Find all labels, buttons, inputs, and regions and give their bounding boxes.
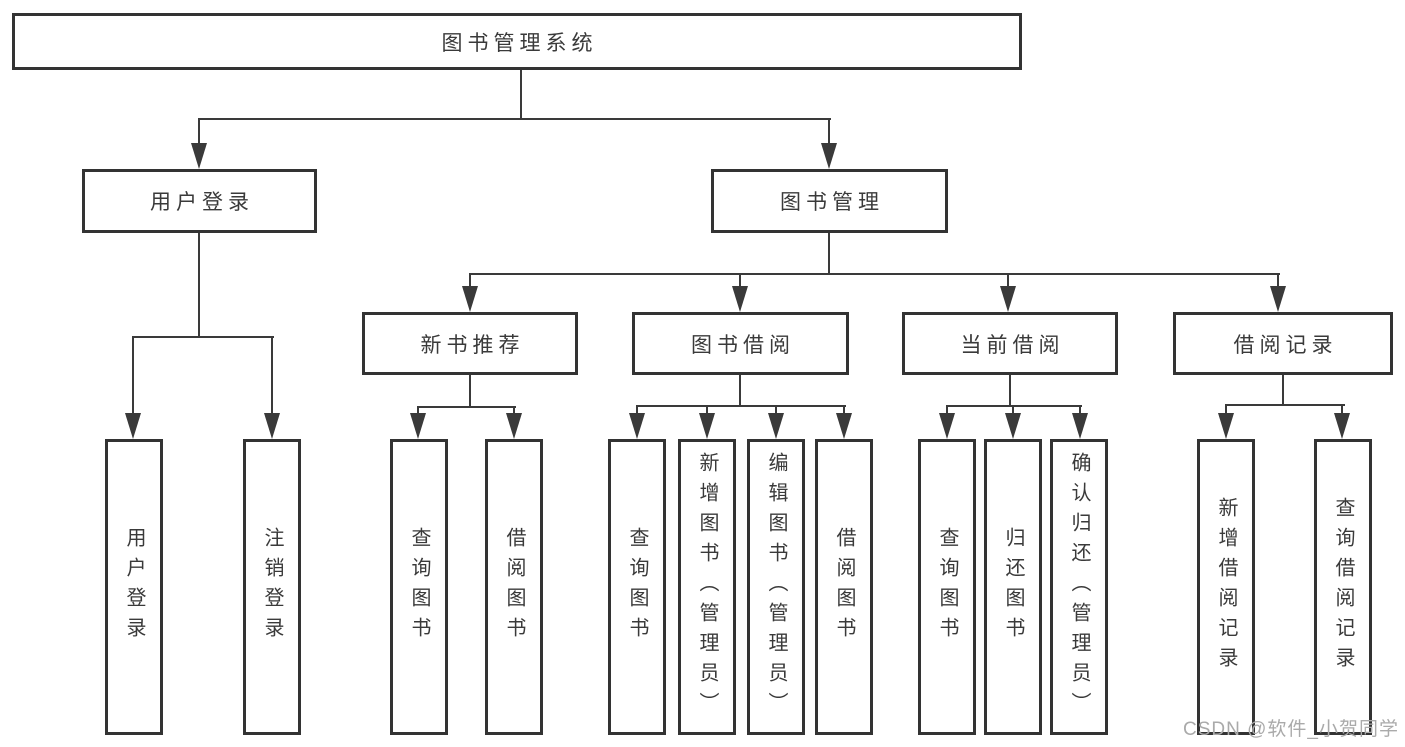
node-label: 图书借阅	[691, 333, 795, 357]
connector-line-drop	[1079, 405, 1081, 416]
connector-line-drop	[739, 273, 741, 289]
arrow-down-icon	[1000, 286, 1016, 312]
connector-line-drop	[513, 406, 515, 416]
node-label: 借阅记录	[1233, 333, 1338, 357]
leaf-label: 确认归还（管理员）	[1068, 452, 1090, 722]
leaf-query-books-recommend: 查询图书	[390, 439, 448, 735]
arrow-down-icon	[191, 143, 207, 169]
arrow-down-icon	[821, 143, 837, 169]
leaf-label: 新增图书（管理员）	[696, 452, 718, 722]
connector-line-drop	[1277, 273, 1279, 289]
connector-line-bookmgmt-bus	[469, 273, 1280, 275]
arrow-down-icon	[125, 413, 141, 439]
arrow-down-icon	[1072, 413, 1088, 439]
arrow-down-icon	[462, 286, 478, 312]
leaf-borrow-books-borrowing: 借阅图书	[815, 439, 873, 735]
leaf-label: 注销登录	[261, 527, 283, 647]
arrow-down-icon	[836, 413, 852, 439]
connector-line-current-bus	[946, 405, 1082, 407]
connector-line-recommend-bus	[417, 406, 516, 408]
leaf-label: 新增借阅记录	[1215, 497, 1237, 677]
connector-line-bookmgmt-stem	[828, 231, 830, 273]
connector-line-borrow-stem	[739, 374, 741, 405]
connector-line-drop	[946, 405, 948, 416]
connector-line-records-stem	[1282, 374, 1284, 405]
leaf-add-borrow-record: 新增借阅记录	[1197, 439, 1255, 735]
node-book-borrowing: 图书借阅	[632, 312, 849, 375]
connector-line-drop	[1007, 273, 1009, 289]
leaf-user-login: 用户登录	[105, 439, 163, 735]
connector-line-root-stem	[520, 69, 522, 118]
watermark-text: CSDN @软件_小贺同学	[1183, 719, 1399, 740]
leaf-confirm-return-admin: 确认归还（管理员）	[1050, 439, 1108, 735]
leaf-edit-books-admin: 编辑图书（管理员）	[747, 439, 805, 735]
leaf-label: 查询图书	[936, 527, 958, 647]
node-user-login: 用户登录	[82, 169, 317, 233]
arrow-down-icon	[629, 413, 645, 439]
node-label: 当前借阅	[960, 333, 1065, 357]
arrow-down-icon	[939, 413, 955, 439]
arrow-down-icon	[699, 413, 715, 439]
node-current-borrowing: 当前借阅	[902, 312, 1118, 375]
connector-line-drop	[1012, 405, 1014, 416]
leaf-query-books-current: 查询图书	[918, 439, 976, 735]
leaf-borrow-books-recommend: 借阅图书	[485, 439, 543, 735]
connector-line-drop	[843, 405, 845, 416]
leaf-logout: 注销登录	[243, 439, 301, 735]
connector-line-drop	[706, 405, 708, 416]
arrow-down-icon	[410, 413, 426, 439]
connector-line-drop	[775, 405, 777, 416]
leaf-return-books: 归还图书	[984, 439, 1042, 735]
connector-line-drop	[636, 405, 638, 416]
arrow-down-icon	[1270, 286, 1286, 312]
arrow-down-icon	[1334, 413, 1350, 439]
arrow-down-icon	[264, 413, 280, 439]
connector-line-records-bus	[1225, 404, 1345, 406]
node-label: 图书管理系统	[441, 31, 598, 55]
connector-line-drop	[469, 273, 471, 289]
connector-line-root-bus	[198, 118, 831, 120]
leaf-label: 编辑图书（管理员）	[765, 452, 787, 722]
leaf-query-borrow-record: 查询借阅记录	[1314, 439, 1372, 735]
connector-line-drop	[132, 336, 134, 415]
connector-line-current-stem	[1009, 374, 1011, 405]
arrow-down-icon	[732, 286, 748, 312]
connector-line-drop	[1341, 404, 1343, 416]
connector-line-borrow-bus	[636, 405, 846, 407]
node-label: 用户登录	[150, 191, 254, 214]
arrow-down-icon	[768, 413, 784, 439]
connector-line-userlogin-stem	[198, 232, 200, 336]
leaf-label: 查询图书	[626, 527, 648, 647]
connector-line-drop	[271, 336, 273, 415]
connector-line-drop	[417, 406, 419, 416]
connector-line-drop	[828, 118, 830, 146]
arrow-down-icon	[1005, 413, 1021, 439]
node-label: 新书推荐	[420, 333, 525, 357]
leaf-query-books-borrowing: 查询图书	[608, 439, 666, 735]
leaf-label: 查询图书	[408, 527, 430, 647]
node-borrowing-records: 借阅记录	[1173, 312, 1393, 375]
leaf-label: 借阅图书	[833, 527, 855, 647]
leaf-label: 借阅图书	[503, 527, 525, 647]
leaf-label: 查询借阅记录	[1332, 497, 1354, 677]
node-library-system: 图书管理系统	[12, 13, 1022, 70]
connector-line-drop	[1225, 404, 1227, 416]
node-new-book-recommendation: 新书推荐	[362, 312, 578, 375]
arrow-down-icon	[506, 413, 522, 439]
node-label: 图书管理	[780, 191, 884, 214]
leaf-add-books-admin: 新增图书（管理员）	[678, 439, 736, 735]
leaf-label: 用户登录	[123, 527, 145, 647]
arrow-down-icon	[1218, 413, 1234, 439]
connector-line-userlogin-bus	[132, 336, 274, 338]
connector-line-recommend-stem	[469, 374, 471, 406]
leaf-label: 归还图书	[1002, 527, 1024, 647]
node-book-management: 图书管理	[711, 169, 948, 233]
connector-line-drop	[198, 118, 200, 146]
